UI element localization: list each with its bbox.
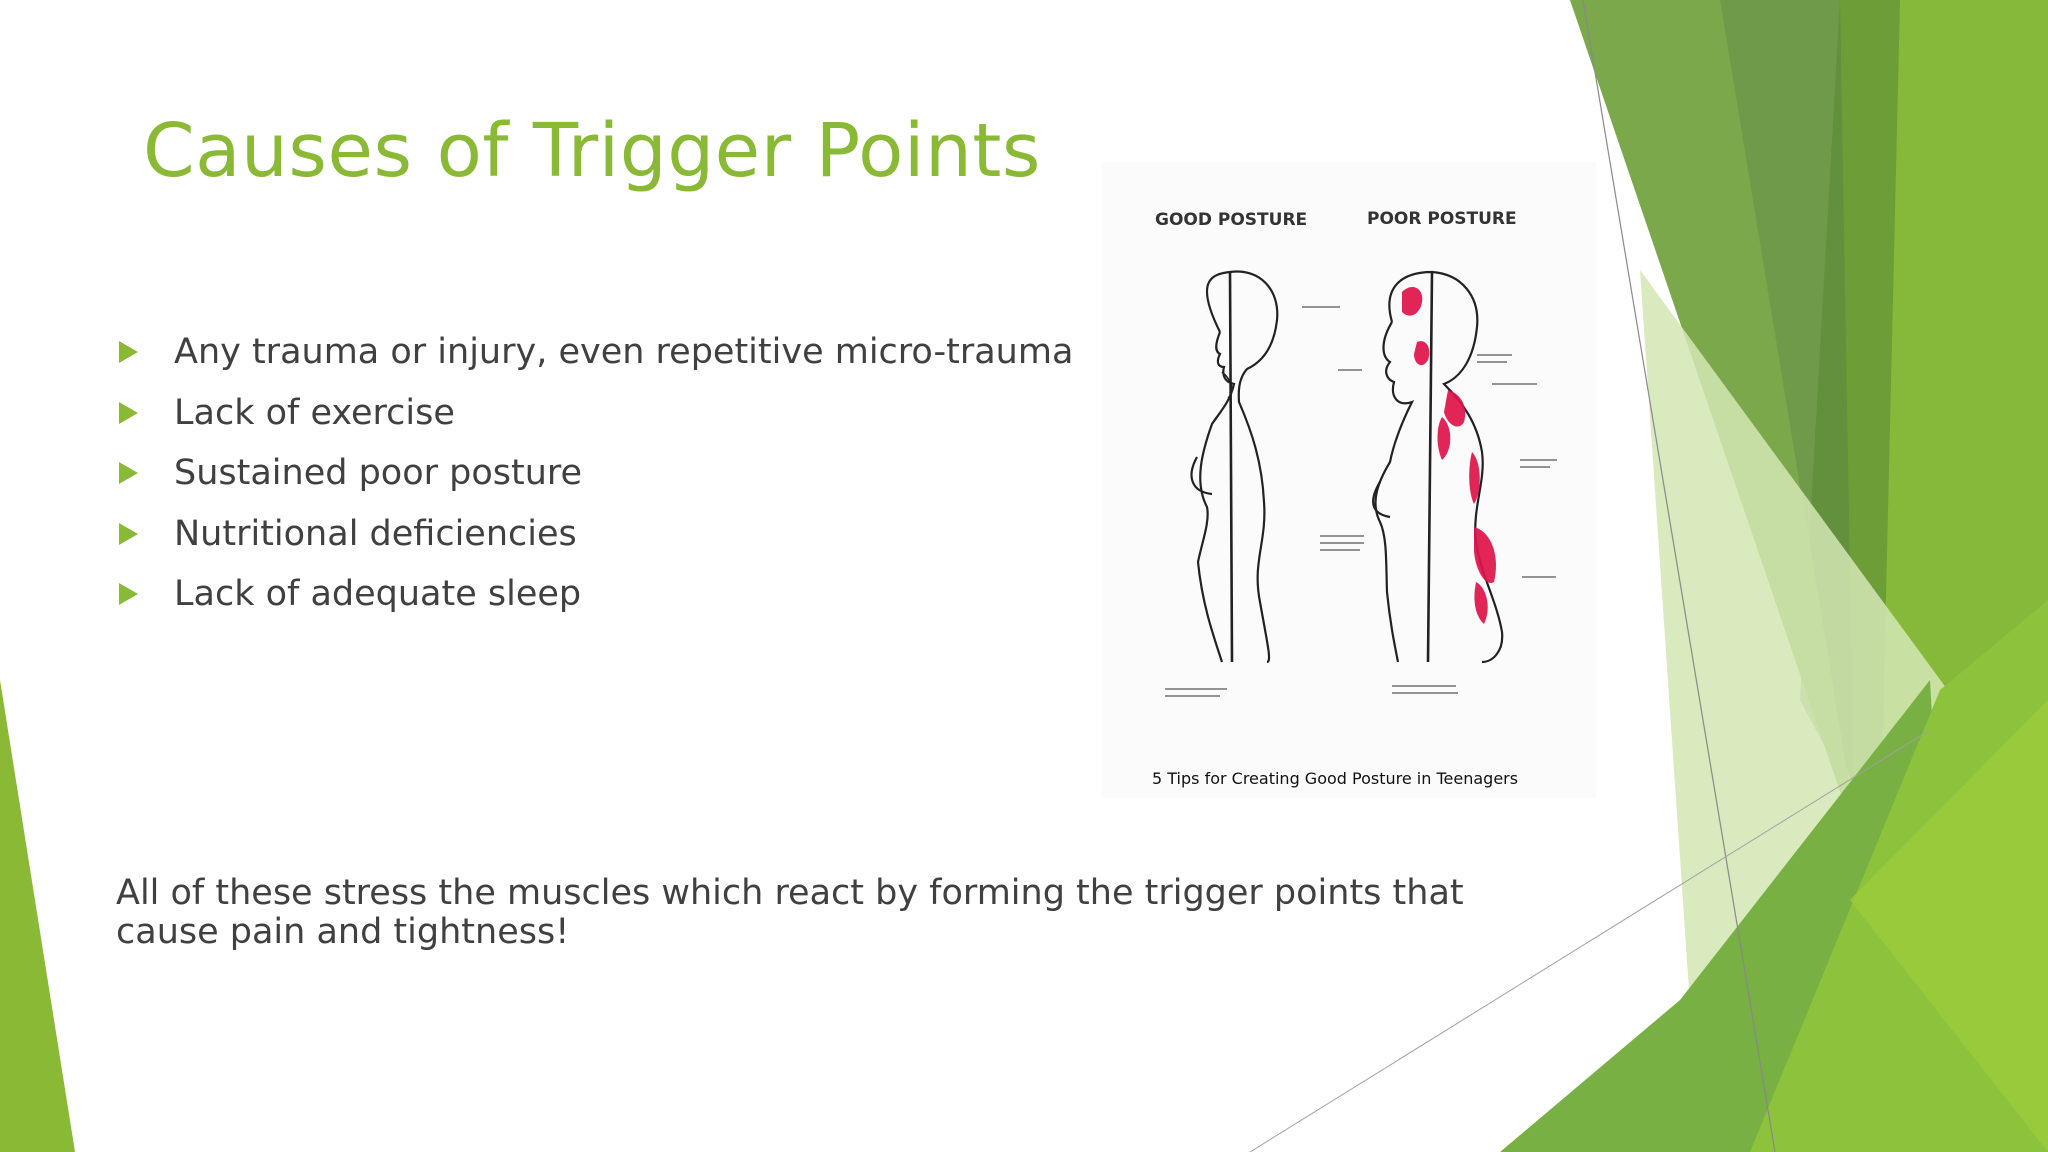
triangle-right-icon bbox=[119, 583, 138, 606]
posture-illustration bbox=[1165, 270, 1557, 697]
triangle-right-icon bbox=[119, 341, 138, 364]
bullet-text: Nutritional deficiencies bbox=[174, 513, 577, 554]
poor-posture-label: POOR POSTURE bbox=[1367, 209, 1517, 229]
figure-caption: 5 Tips for Creating Good Posture in Teen… bbox=[1152, 769, 1519, 788]
triangle-right-icon bbox=[119, 522, 138, 545]
bullet-item: Nutritional deficiencies bbox=[116, 504, 1073, 565]
annotation-marks bbox=[1165, 306, 1557, 697]
bullet-item: Any trauma or injury, even repetitive mi… bbox=[116, 322, 1073, 383]
bullet-text: Lack of exercise bbox=[174, 392, 455, 433]
slide-title: Causes of Trigger Points bbox=[143, 108, 1041, 194]
triangle-right-icon bbox=[119, 401, 138, 424]
bullet-text: Any trauma or injury, even repetitive mi… bbox=[174, 332, 1074, 373]
bullet-item: Lack of adequate sleep bbox=[116, 564, 1073, 625]
bullet-list: Any trauma or injury, even repetitive mi… bbox=[116, 322, 1073, 625]
good-posture-label: GOOD POSTURE bbox=[1155, 210, 1308, 230]
posture-figure: GOOD POSTURE POOR POSTURE bbox=[1102, 162, 1596, 798]
bullet-item: Sustained poor posture bbox=[116, 443, 1073, 504]
pain-highlights bbox=[1402, 287, 1496, 624]
good-posture-silhouette bbox=[1190, 270, 1279, 664]
bullet-item: Lack of exercise bbox=[116, 383, 1073, 444]
triangle-right-icon bbox=[119, 462, 138, 485]
bullet-text: Sustained poor posture bbox=[174, 453, 583, 494]
poor-posture-silhouette bbox=[1372, 270, 1504, 664]
summary-text: All of these stress the muscles which re… bbox=[116, 873, 1464, 952]
bullet-text: Lack of adequate sleep bbox=[174, 574, 582, 615]
